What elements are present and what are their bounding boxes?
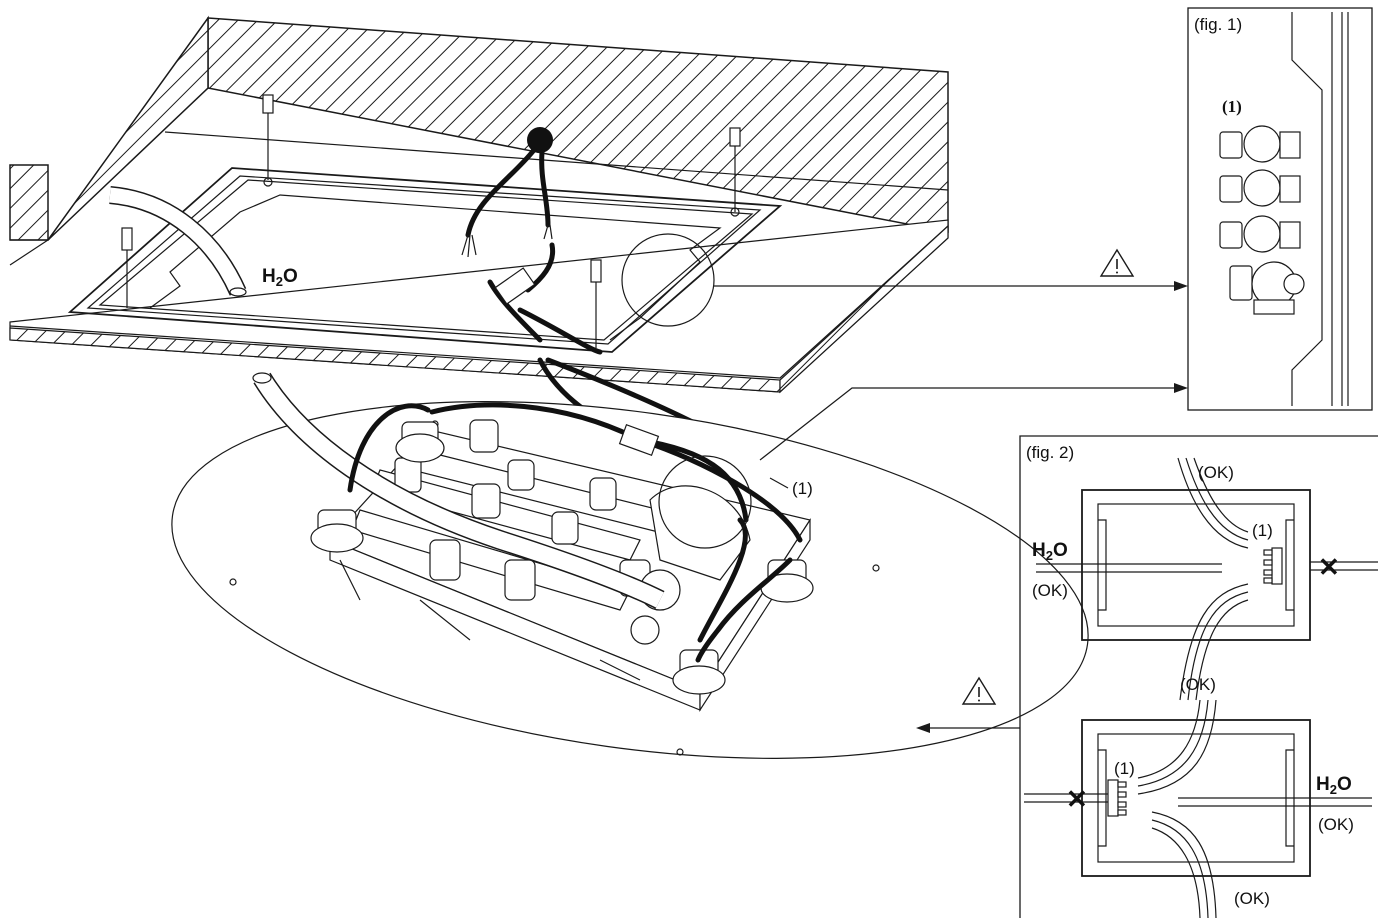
fig2-water-label-upper: H2O — [1032, 540, 1068, 563]
forbidden-icon-upper: ✕ — [1318, 552, 1340, 582]
fig2-ok-label-left: (OK) — [1032, 581, 1068, 600]
ceiling-structure — [9, 15, 949, 266]
fig2-box-upper — [1036, 457, 1378, 701]
detail-circle-top — [621, 233, 715, 327]
callout-number-main: (1) — [792, 479, 813, 498]
water-label-ceiling: H2O — [262, 266, 298, 289]
fig1-callout-number: (1) — [1222, 97, 1242, 116]
threaded-rods — [121, 94, 741, 348]
fig1-valve-stack — [1219, 125, 1305, 315]
fig2-water-label-lower: H2O — [1316, 774, 1352, 797]
leader-arrows — [714, 281, 1188, 733]
manifold-cables — [347, 402, 803, 663]
fig2-box-lower — [1024, 699, 1372, 919]
fig2-ok-label-middle: (OK) — [1180, 675, 1216, 694]
water-pipe — [109, 186, 247, 297]
detail-circle-bottom — [658, 455, 752, 549]
warning-icon-bottom — [961, 676, 997, 705]
manifold-water-pipe — [252, 372, 665, 609]
fig2-callout-lower: (1) — [1114, 759, 1135, 778]
fig1-caption: (fig. 1) — [1194, 15, 1242, 34]
fig2-panel: (fig. 2) — [1019, 435, 1378, 919]
fig2-ok-label-right: (OK) — [1318, 815, 1354, 834]
warning-icon-top — [1099, 248, 1135, 277]
fig2-ok-label-bottom: (OK) — [1234, 889, 1270, 908]
forbidden-icon-lower: ✕ — [1066, 784, 1088, 814]
fig2-caption: (fig. 2) — [1026, 443, 1074, 462]
fig2-ok-label-top: (OK) — [1198, 463, 1234, 482]
fig1-panel: (fig. 1) (1) — [1187, 7, 1373, 411]
fig2-callout-upper: (1) — [1252, 521, 1273, 540]
